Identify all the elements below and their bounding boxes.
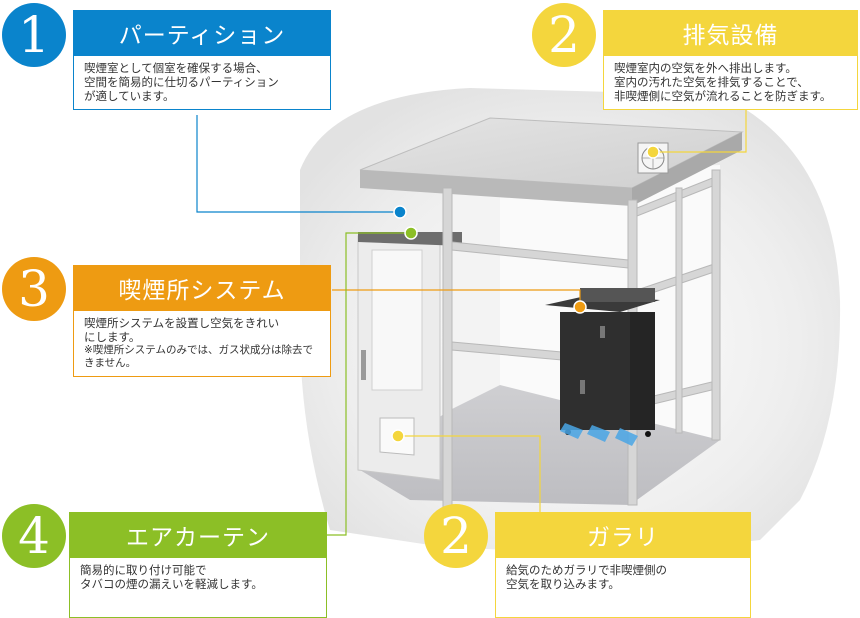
exhaust-marker-dot	[646, 145, 660, 159]
callout-text-line: 空気を取り込みます。	[506, 577, 620, 592]
air-curtain-leader-line	[327, 232, 411, 536]
callout-smoking-system: 喫煙所システム 喫煙所システムを設置し空気をきれい にします。 ※喫煙所システム…	[73, 265, 331, 377]
callout-text-line: にします。	[84, 330, 141, 345]
callout-text-line: 喫煙所システムを設置し空気をきれい	[84, 316, 280, 330]
callout-text-line: 喫煙室として個室を確保する場合、	[84, 61, 268, 75]
partition-marker-dot	[393, 205, 407, 219]
callout-exhaust-title: 排気設備	[603, 10, 858, 56]
callout-text-line: タバコの煙の漏えいを軽減します。	[80, 577, 263, 592]
smoking-system-unit	[545, 288, 660, 437]
callout-text-line: 室内の汚れた空気を排気することで、	[614, 75, 809, 90]
smoking-system-marker-dot	[573, 300, 587, 314]
number-badge-partition: 1	[2, 3, 66, 67]
marker-dots	[391, 145, 660, 443]
callout-air-curtain-title: エアカーテン	[69, 512, 327, 558]
callout-air-curtain-body: 簡易的に取り付け可能で タバコの煙の漏えいを軽減します。	[69, 558, 327, 618]
louver-leader-line	[398, 435, 541, 512]
callout-text-line: が適しています。	[84, 89, 175, 104]
callout-text-line: 給気のためガラリで非喫煙側の	[506, 563, 667, 577]
number-badge-louver: 2	[424, 504, 488, 568]
callout-text-line: 非喫煙側に空気が流れることを防ぎます。	[614, 89, 832, 104]
callout-air-curtain: エアカーテン 簡易的に取り付け可能で タバコの煙の漏えいを軽減します。	[69, 512, 327, 618]
callout-louver-title: ガラリ	[495, 512, 751, 558]
callout-smoking-system-body: 喫煙所システムを設置し空気をきれい にします。 ※喫煙所システムのみでは、ガス状…	[73, 311, 331, 377]
exhaust-leader-line	[653, 108, 747, 153]
number-badge-air-curtain: 4	[2, 504, 66, 568]
callout-note: ※喫煙所システムのみでは、ガス状成分は除去できません。	[84, 344, 313, 369]
number-badge-smoking-system: 3	[2, 257, 66, 321]
number-badge-exhaust: 2	[532, 3, 596, 67]
partition-leader-line	[196, 115, 400, 213]
callout-text-line: 簡易的に取り付け可能で	[80, 563, 207, 577]
callout-text-line: 喫煙室内の空気を外へ排出します。	[614, 61, 797, 75]
callout-louver-body: 給気のためガラリで非喫煙側の 空気を取り込みます。	[495, 558, 751, 618]
callout-text-line: 空間を簡易的に仕切るパーティション	[84, 75, 279, 90]
callout-partition-body: 喫煙室として個室を確保する場合、 空間を簡易的に仕切るパーティション が適してい…	[73, 56, 331, 111]
callout-exhaust: 排気設備 喫煙室内の空気を外へ排出します。 室内の汚れた空気を排気することで、 …	[603, 10, 858, 111]
air-curtain-marker-dot	[404, 226, 418, 240]
callout-louver: ガラリ 給気のためガラリで非喫煙側の 空気を取り込みます。	[495, 512, 751, 618]
airflow-arrows	[560, 423, 638, 446]
callout-exhaust-body: 喫煙室内の空気を外へ排出します。 室内の汚れた空気を排気することで、 非喫煙側に…	[603, 56, 858, 111]
callout-partition-title: パーティション	[73, 10, 331, 56]
louver-marker-dot	[391, 429, 405, 443]
callout-smoking-system-title: 喫煙所システム	[73, 265, 331, 311]
callout-partition: パーティション 喫煙室として個室を確保する場合、 空間を簡易的に仕切るパーティシ…	[73, 10, 331, 111]
leader-lines	[196, 108, 747, 536]
